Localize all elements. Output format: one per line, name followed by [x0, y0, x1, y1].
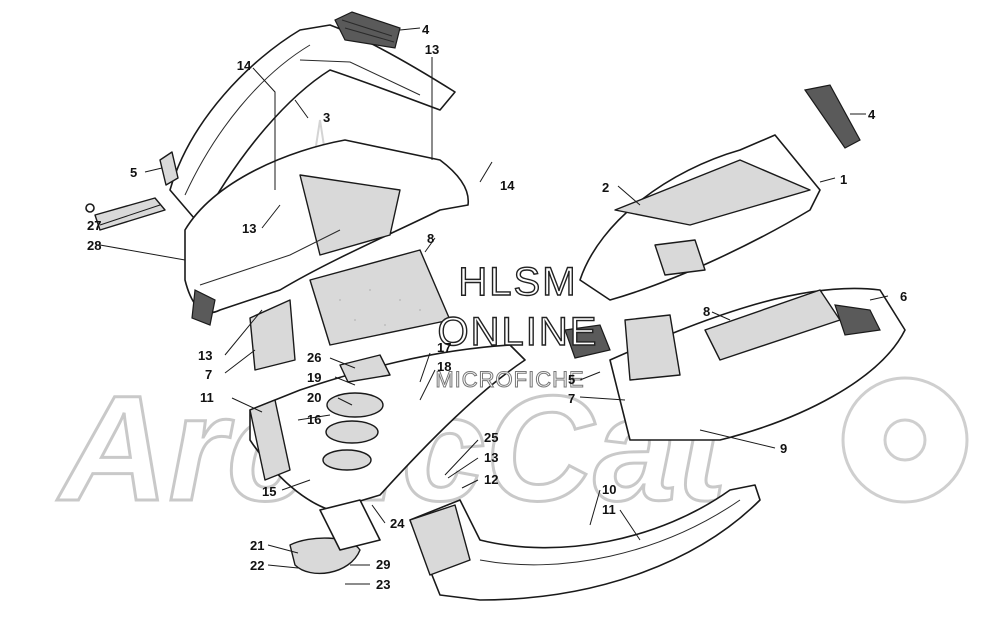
callout-11-right: 11: [602, 502, 616, 517]
background-logo-wheel-hub: [883, 418, 927, 462]
callout-2: 2: [602, 180, 609, 195]
callout-13-top: 13: [425, 42, 439, 57]
side-bracket-part: [94, 197, 166, 231]
skid-plate-front-box: [409, 504, 471, 576]
watermark: HLSM ONLINE MICROFICHE: [435, 259, 599, 392]
callout-3: 3: [323, 110, 330, 125]
side-block-right: [624, 314, 681, 381]
screw-28: [85, 203, 95, 213]
callout-7-left: 7: [205, 367, 212, 382]
skid-plate-assembly: [409, 484, 761, 601]
callout-29: 28: [87, 238, 101, 253]
callout-13-low: 13: [484, 450, 498, 465]
background-logo-wheel: [841, 376, 969, 504]
callout-27: 25: [484, 430, 498, 445]
lower-panel-right: [609, 287, 906, 441]
hood-lower-frame: [184, 139, 469, 326]
belly-pan-side-11: [249, 399, 291, 481]
belly-pan-hole-20: [325, 420, 379, 444]
callout-14-top: 14: [237, 58, 252, 73]
callout-6: 6: [900, 289, 907, 304]
callout-23: 23: [376, 577, 390, 592]
callout-labels: 4 13 14 3 5 14 2 1 4 27 28 13 8 6 8 13 7…: [87, 22, 907, 592]
side-panel-vent-cutout: [654, 239, 706, 276]
callout-19: 19: [307, 370, 321, 385]
callout-15: 15: [262, 484, 276, 499]
callout-8-right: 8: [703, 304, 710, 319]
callout-16: 16: [307, 412, 321, 427]
callout-25: 29: [376, 557, 390, 572]
hood-lower-frame-hinge: [191, 289, 216, 326]
callout-28: 27: [87, 218, 101, 233]
callout-11-left: 11: [200, 390, 214, 405]
lower-bracket-part: [319, 499, 381, 551]
callout-22: 22: [250, 558, 264, 573]
vent-grille-center: [564, 324, 611, 359]
callout-7-right: 7: [568, 391, 575, 406]
foam-pad-left-texture: [339, 289, 421, 326]
callout-12: 12: [484, 472, 498, 487]
callout-17: 17: [437, 340, 451, 355]
lower-panel-vent: [834, 304, 881, 336]
callout-10: 10: [602, 482, 616, 497]
side-panel-right: [564, 84, 861, 359]
callout-5-right: 5: [568, 372, 575, 387]
callout-18: 18: [437, 359, 451, 374]
callout-8-left: 8: [427, 231, 434, 246]
callout-4-right: 4: [868, 107, 876, 122]
belly-pan-hole-16: [322, 449, 372, 471]
belly-pan-cover-26: [339, 354, 391, 383]
callout-14-right: 14: [500, 178, 515, 193]
callout-9: 9: [780, 441, 787, 456]
callout-26: 26: [307, 350, 321, 365]
watermark-line-3: MICROFICHE: [435, 367, 584, 392]
hood-lower-frame-edge: [199, 229, 341, 286]
vent-grille-top-mesh: [341, 19, 395, 43]
callout-21: 21: [250, 538, 264, 553]
belly-pan-assembly: [249, 344, 526, 511]
leader-lines: [99, 27, 889, 585]
hood-upper-inner-line: [299, 59, 421, 96]
callout-20: 20: [307, 390, 321, 405]
skid-plate-part: [409, 484, 761, 601]
foam-pad-left: [309, 249, 451, 346]
callout-4-top: 4: [422, 22, 430, 37]
callout-13-left: 13: [198, 348, 212, 363]
side-panel-part-2: [614, 159, 811, 226]
skid-plate-edge-line: [479, 499, 741, 566]
vent-grille-right: [803, 84, 861, 149]
lower-panel-part-6: [609, 287, 906, 441]
watermark-line-2: ONLINE: [438, 310, 599, 354]
callout-5-left: 5: [130, 165, 137, 180]
hood-upper-assembly: [169, 11, 456, 226]
watermark-line-1: HLSM: [458, 260, 577, 304]
callout-13-mid: 13: [242, 221, 256, 236]
callout-24: 24: [390, 516, 405, 531]
side-block-part: [249, 299, 296, 371]
hood-lower-frame-recess: [299, 174, 401, 256]
belly-pan-hole-19: [326, 392, 384, 418]
lens-left-part: [159, 151, 179, 186]
callout-1: 1: [840, 172, 847, 187]
hood-upper-edge-line: [184, 44, 311, 196]
